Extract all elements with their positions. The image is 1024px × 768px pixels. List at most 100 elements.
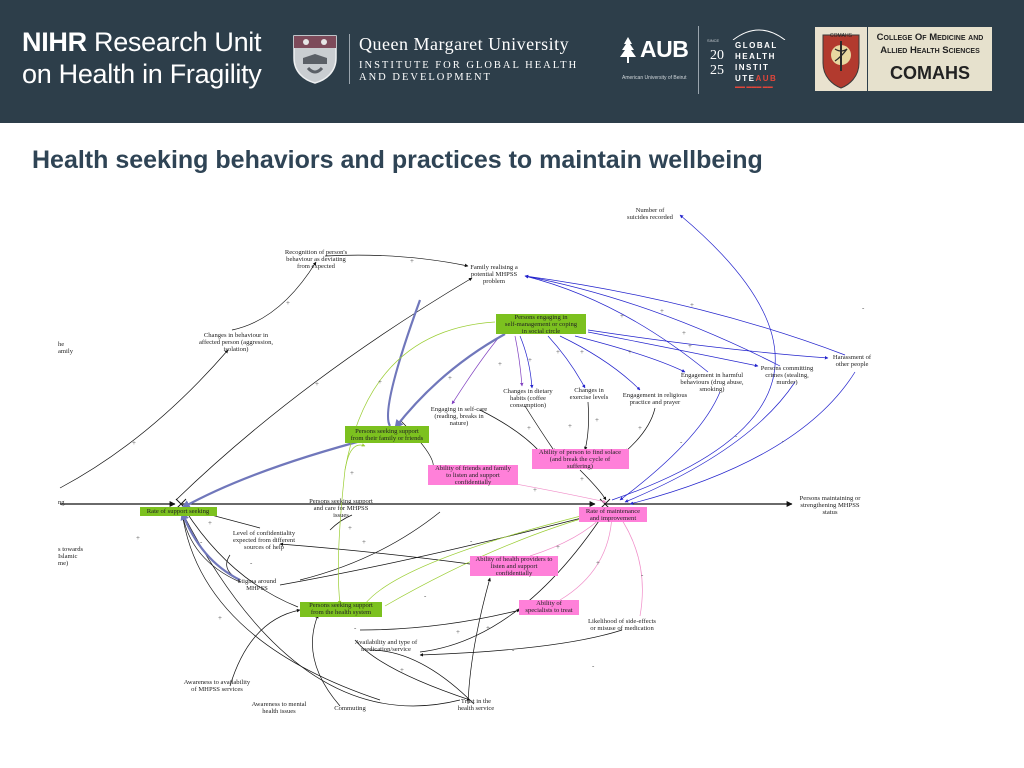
node-label-line: s towards	[58, 546, 84, 553]
node-label-line: status	[822, 509, 837, 516]
node-label-line: Engagement in harmful	[681, 372, 743, 379]
comahs-emblem-label: COMAHS	[830, 33, 853, 39]
svg-text:+: +	[456, 628, 460, 636]
svg-text:+: +	[348, 524, 352, 532]
family-listen-box	[428, 465, 518, 485]
node-label-line: Ability of person to find solace	[539, 449, 621, 456]
node-label-line: consumption)	[510, 402, 546, 409]
svg-text:+: +	[556, 348, 560, 356]
node-label-line: habits (coffee	[510, 395, 546, 402]
node-label-line: Commuting	[334, 705, 366, 712]
node-label-line: and care for MHPSS	[314, 505, 369, 512]
node-label-line: from expected	[297, 263, 336, 270]
node-label-line: confidentially	[455, 479, 492, 486]
svg-text:+: +	[378, 378, 382, 386]
svg-text:-: -	[354, 624, 357, 632]
svg-text:+: +	[660, 307, 664, 315]
svg-text:+: +	[580, 475, 584, 483]
node-label-line: affected person (aggression,	[199, 339, 273, 346]
highlight-boxes	[140, 314, 647, 617]
node-label-line: health service	[458, 705, 495, 712]
svg-text:-: -	[735, 432, 738, 440]
node-label-line: he	[58, 341, 64, 348]
node-label-line: Changes in behaviour in	[204, 332, 269, 339]
node-label-line: Engagement in religious	[623, 392, 688, 399]
svg-text:-: -	[641, 571, 644, 579]
svg-text:-: -	[424, 592, 427, 600]
black-causal-arrows	[59, 254, 656, 707]
node-label-line: Rate of maintenance	[586, 508, 640, 515]
svg-text:+: +	[688, 342, 692, 350]
node-label-line: specialists to treat	[525, 607, 572, 614]
specialists-box	[519, 600, 579, 615]
node-label-line: Awareness to availability	[184, 679, 251, 686]
node-label-line: amily	[58, 348, 74, 355]
svg-text:+: +	[638, 424, 642, 432]
node-label-line: suicides recorded	[627, 214, 674, 221]
node-solace: Ability of person to find solace(and bre…	[539, 449, 621, 470]
svg-text:-: -	[862, 304, 865, 312]
node-label-line: Level of confidentiality	[233, 530, 296, 537]
svg-text:-: -	[250, 559, 253, 567]
node-label-line: exercise levels	[570, 394, 609, 401]
svg-text:-: -	[782, 437, 785, 445]
node-label-line: Likelihood of side-effects	[588, 618, 656, 625]
ghi-since-label: SINCE	[707, 38, 720, 43]
svg-text:+: +	[580, 348, 584, 356]
node-label-line: ng	[58, 499, 65, 506]
svg-text:+: +	[682, 329, 686, 337]
self-management-box	[496, 314, 586, 334]
node-label-line: MHPSS	[246, 585, 268, 592]
node-label-line: Ability of health providers to	[476, 556, 554, 563]
rate-maint-box	[579, 507, 647, 522]
svg-text:+: +	[218, 614, 222, 622]
svg-text:+: +	[595, 416, 599, 424]
node-label-line: Persons seeking support	[309, 602, 373, 609]
node-label-line: Availability and type of	[355, 639, 418, 646]
node-label-line: Awareness to mental	[252, 701, 307, 708]
providers-listen-box	[470, 556, 558, 576]
comahs-emblem-icon: COMAHS	[815, 27, 867, 91]
svg-text:-: -	[512, 646, 515, 654]
node-label-line: issues	[333, 512, 349, 519]
node-label-line: Changes in	[574, 387, 604, 394]
aub-subtitle: American University of Beirut	[622, 75, 687, 81]
rate-support-box	[140, 507, 217, 516]
node-label-line: (and break the cycle of	[550, 456, 611, 463]
pink-causal-arrows	[504, 481, 643, 617]
node-label-line: Family realising a	[470, 264, 518, 271]
node-commuting: Commuting	[334, 705, 366, 712]
svg-text:+: +	[410, 257, 414, 265]
node-label-line: Persons maintaining or	[800, 495, 862, 502]
svg-text:+: +	[628, 348, 632, 356]
node-label-line: Islamic	[58, 553, 77, 560]
node-label-line: practice and prayer	[630, 399, 681, 406]
node-label-line: confidentially	[496, 570, 533, 577]
node-label-line: me)	[58, 560, 68, 567]
support-family-box	[345, 426, 429, 443]
ghi-arabic-text: ▬▬ ▬▬▬ ▬▬	[735, 84, 773, 90]
svg-text:+: +	[315, 380, 319, 388]
node-label-line: Rate of support seeking	[147, 508, 210, 515]
node-label-line: Ability of friends and family	[435, 465, 512, 472]
svg-text:-: -	[470, 537, 473, 545]
node-label-line: Engaging in self-care	[431, 406, 487, 413]
node-label-line: Recognition of person's	[285, 249, 348, 256]
node-label-line: of MHPSS services	[191, 686, 243, 693]
node-label-line: expected from different	[233, 537, 295, 544]
